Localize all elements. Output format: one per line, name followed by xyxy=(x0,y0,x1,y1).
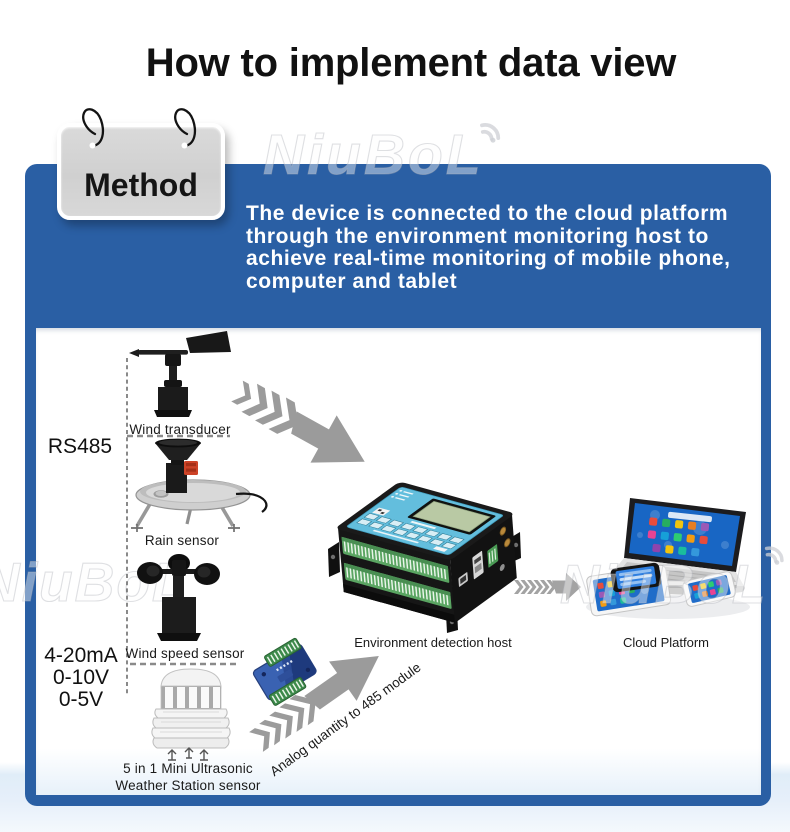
caption-wind-speed-sensor: Wind speed sensor xyxy=(125,646,245,661)
binder-ring-icon xyxy=(82,108,105,149)
diagram-canvas xyxy=(126,331,750,761)
banner-line-2: through the environment monitoring host … xyxy=(246,224,709,248)
method-card: Method xyxy=(57,123,225,220)
banner-line-1: The device is connected to the cloud pla… xyxy=(246,202,729,225)
cloud-platform-icon xyxy=(586,498,750,619)
label-rs485: RS485 xyxy=(47,435,113,458)
banner-description: The device is connected to the cloud pla… xyxy=(246,202,761,294)
watermark-text: NiuBoL xyxy=(559,552,768,615)
caption-weather-station-line1: 5 in 1 Mini Ultrasonic xyxy=(123,761,253,776)
caption-wind-transducer: Wind transducer xyxy=(129,422,231,437)
caption-host: Environment detection host xyxy=(354,635,512,650)
wifi-signal-icon xyxy=(480,123,501,143)
caption-weather-station: 5 in 1 Mini Ultrasonic Weather Station s… xyxy=(108,761,268,794)
caption-rain-sensor: Rain sensor xyxy=(144,533,220,548)
dashed-connectors xyxy=(126,358,236,694)
arrow-host-to-cloud xyxy=(514,573,581,601)
wifi-signal-icon xyxy=(764,546,784,565)
label-analog-3: 0-5V xyxy=(58,688,104,711)
method-card-label: Method xyxy=(84,167,198,203)
host-device-icon xyxy=(328,482,521,633)
wind-speed-sensor-icon xyxy=(137,554,220,641)
page-title: How to implement data view xyxy=(145,41,677,85)
caption-weather-station-line2: Weather Station sensor xyxy=(115,777,261,793)
label-analog-2: 0-10V xyxy=(52,666,110,689)
caption-cloud-platform: Cloud Platform xyxy=(623,635,709,650)
watermark-brand-right: NiuBoL xyxy=(559,546,784,616)
arrow-module-to-host xyxy=(249,655,379,752)
rain-sensor-icon xyxy=(131,438,268,532)
binder-ring-icon xyxy=(174,108,197,149)
banner-line-4: computer and tablet xyxy=(246,270,458,294)
wind-transducer-icon xyxy=(129,331,231,417)
arrow-sensors-to-host xyxy=(231,380,365,463)
analog-485-module-icon xyxy=(252,637,317,706)
banner-line-3: achieve real-time monitoring of mobile p… xyxy=(246,247,731,271)
label-analog-ranges: 4-20mA 0-10V 0-5V xyxy=(38,645,124,711)
watermark-text: NiuBoL xyxy=(262,122,484,187)
weather-station-icon xyxy=(151,668,231,761)
label-analog-1: 4-20mA xyxy=(44,644,118,667)
watermark-brand-top: NiuBoL xyxy=(262,122,501,188)
